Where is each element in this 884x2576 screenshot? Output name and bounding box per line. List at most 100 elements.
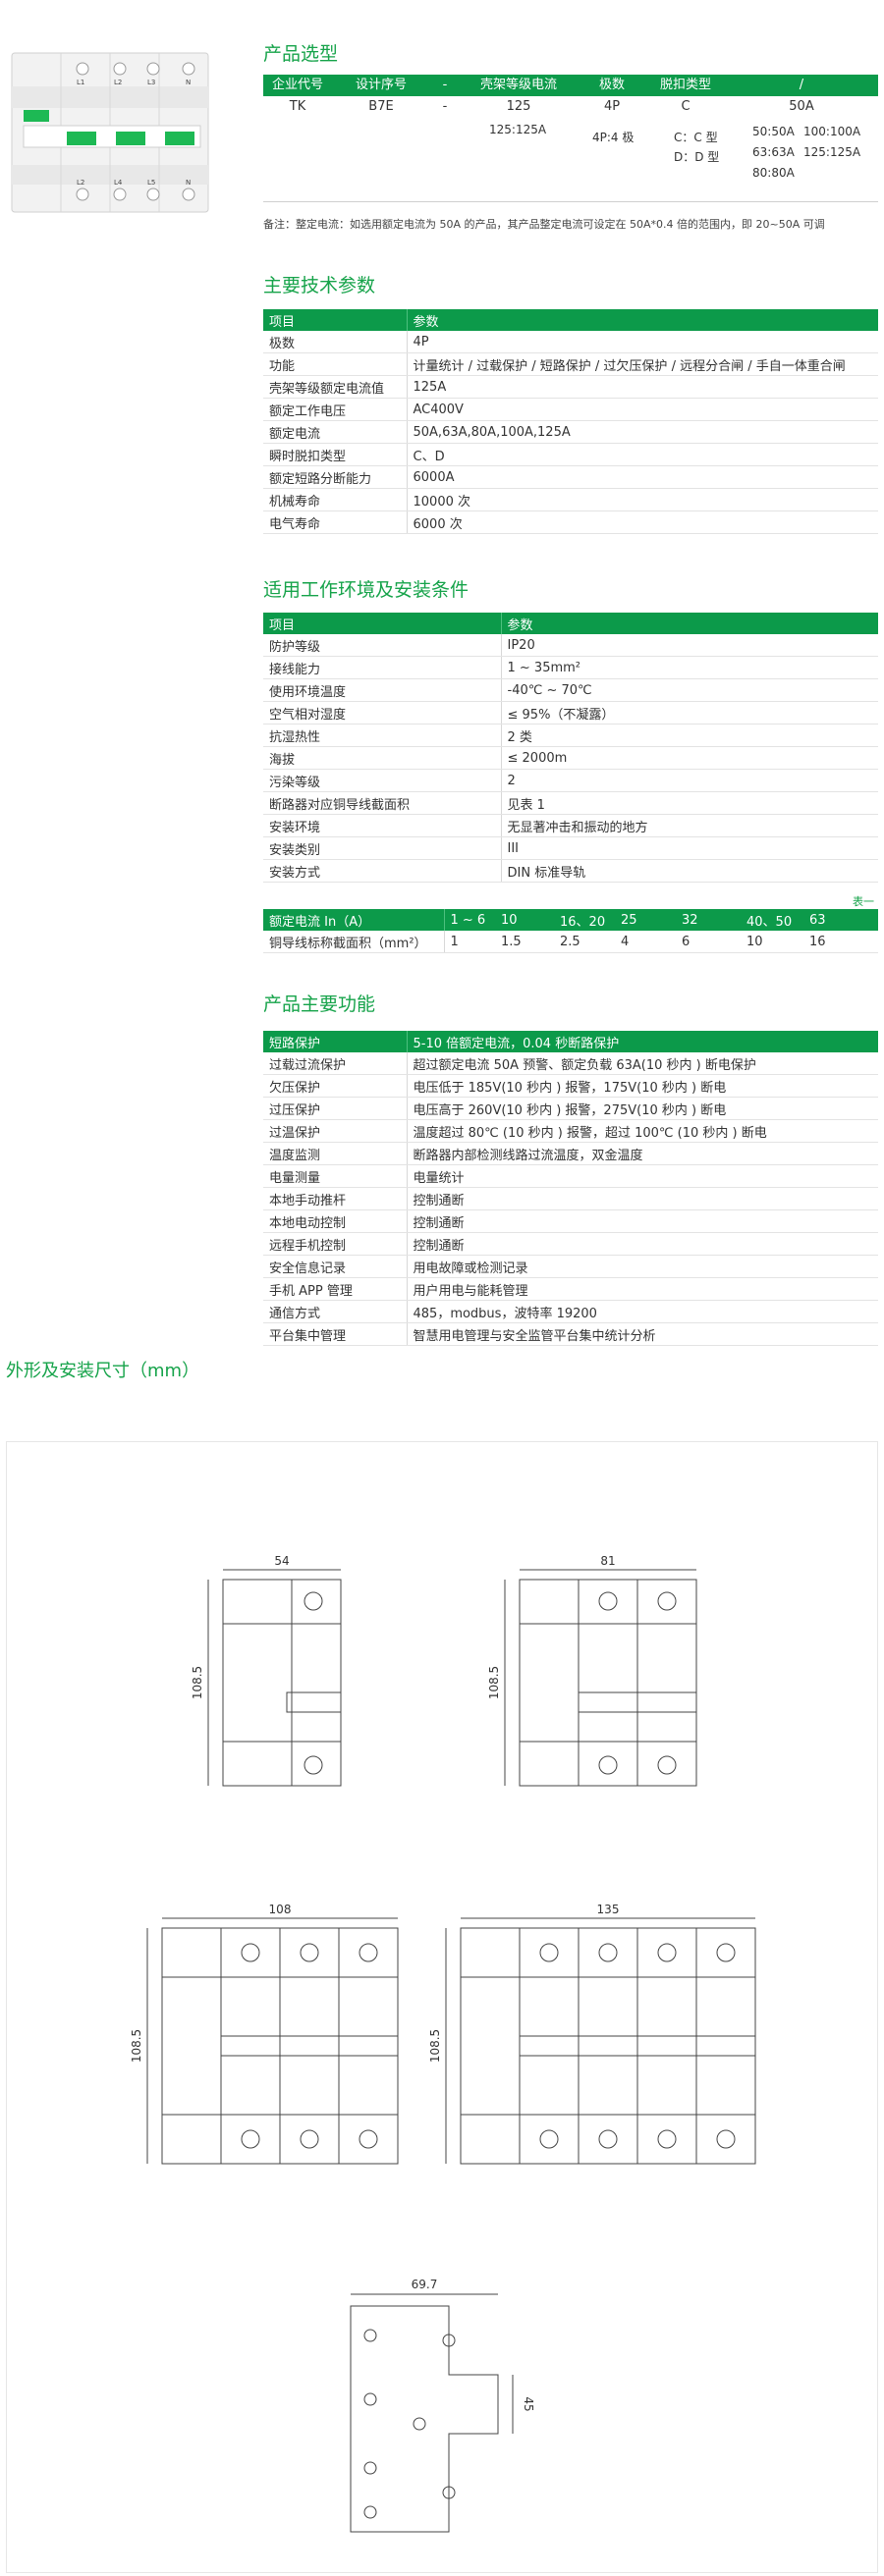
table-tag: 表一 [853, 895, 874, 908]
selection-header: 企业代号 设计序号 - 壳架等级电流 极数 脱扣类型 / [263, 75, 878, 96]
current-option: 50:50A [752, 125, 795, 138]
cell: ≤ 95%（不凝露） [501, 701, 878, 724]
header-cell: 额定电流 In（A） [263, 909, 445, 931]
wire-table: 额定电流 In（A） 1 ~ 6 10 16、20 25 32 40、50 63… [263, 909, 878, 953]
cell: 接线能力 [263, 656, 502, 679]
cell: 电量测量 [263, 1164, 408, 1188]
cell: 安装环境 [263, 814, 502, 837]
cell: 4P [407, 331, 878, 353]
tech-title: 主要技术参数 [263, 275, 376, 296]
cell: 瞬时脱扣类型 [263, 443, 408, 466]
dimension-drawings: 54 81 108 135 108.5 108.5 108.5 108.5 69… [6, 1441, 878, 2573]
cell: 额定短路分断能力 [263, 465, 408, 489]
table-row: 欠压保护电压低于 185V(10 秒内 ) 报警，175V(10 秒内 ) 断电 [263, 1074, 878, 1098]
cell: 远程手机控制 [263, 1232, 408, 1256]
dimension-label: 108.5 [487, 1666, 501, 1699]
dimension-label: 69.7 [412, 2278, 438, 2291]
header-cell: 参数 [407, 309, 878, 331]
dimension-label: 108.5 [428, 2029, 442, 2063]
cell: 使用环境温度 [263, 678, 502, 702]
cell: 本地电动控制 [263, 1209, 408, 1233]
cell: 智慧用电管理与安全监管平台集中统计分析 [407, 1322, 878, 1346]
func-title: 产品主要功能 [263, 993, 376, 1015]
cell: TK [289, 99, 306, 114]
cell: 无显著冲击和振动的地方 [501, 814, 878, 837]
header-cell: 设计序号 [355, 78, 407, 92]
current-option: 80:80A [752, 166, 795, 180]
env-title: 适用工作环境及安装条件 [263, 579, 470, 601]
cell: 防护等级 [263, 634, 502, 657]
table-row: 过温保护温度超过 80℃ (10 秒内 ) 报警，超过 100℃ (10 秒内 … [263, 1119, 878, 1143]
header-cell: 10 [495, 909, 554, 931]
header-cell: 1 ~ 6 [444, 909, 495, 931]
cell: 功能 [263, 352, 408, 376]
current-option: 63:63A [752, 145, 795, 159]
cell: 断路器对应铜导线截面积 [263, 791, 502, 815]
cell: 2 [501, 769, 878, 792]
cell: 极数 [263, 331, 408, 353]
table-row: 安全信息记录用电故障或检测记录 [263, 1255, 878, 1278]
cell: 485，modbus，波特率 19200 [407, 1300, 878, 1323]
cell: 电压高于 260V(10 秒内 ) 报警，275V(10 秒内 ) 断电 [407, 1097, 878, 1120]
table-row: 空气相对湿度≤ 95%（不凝露） [263, 701, 878, 724]
cell: 超过额定电流 50A 预警、额定负载 63A(10 秒内 ) 断电保护 [407, 1052, 878, 1075]
cell: 50A,63A,80A,100A,125A [407, 420, 878, 444]
dimensions-title: 外形及安装尺寸（mm） [6, 1361, 200, 1381]
header-cell: 企业代号 [271, 78, 323, 92]
cell: 电量统计 [407, 1164, 878, 1188]
cell: 温度监测 [263, 1142, 408, 1165]
cell: 6000A [407, 465, 878, 489]
header-cell: 壳架等级电流 [479, 78, 557, 92]
cell: 安全信息记录 [263, 1255, 408, 1278]
cell: 断路器内部检测线路过流温度，双金温度 [407, 1142, 878, 1165]
cell: 过温保护 [263, 1119, 408, 1143]
cell: 1 [444, 931, 495, 953]
selection-row: TK B7E - 125 4P C 50A [263, 96, 878, 118]
dimension-label: 108 [269, 1903, 292, 1916]
cell: 额定电流 [263, 420, 408, 444]
cell: 控制通断 [407, 1187, 878, 1210]
cell: 10000 次 [407, 488, 878, 511]
header-cell: 参数 [501, 613, 878, 634]
cell: 抗湿热性 [263, 724, 502, 747]
cell: 用电故障或检测记录 [407, 1255, 878, 1278]
table-row: 平台集中管理智慧用电管理与安全监管平台集中统计分析 [263, 1322, 878, 1346]
header-cell: 脱扣类型 [659, 78, 711, 92]
cell: B7E [368, 99, 394, 114]
cell: 计量统计 / 过载保护 / 短路保护 / 过欠压保护 / 远程分合闸 / 手自一… [407, 352, 878, 376]
cell: 见表 1 [501, 791, 878, 815]
header-cell: 极数 [598, 78, 625, 92]
dimension-label: 108.5 [191, 1666, 204, 1699]
cell: 电压低于 185V(10 秒内 ) 报警，175V(10 秒内 ) 断电 [407, 1074, 878, 1098]
cell: 电气寿命 [263, 510, 408, 534]
cell: 平台集中管理 [263, 1322, 408, 1346]
cell: 2 类 [501, 724, 878, 747]
cell: 温度超过 80℃ (10 秒内 ) 报警，超过 100℃ (10 秒内 ) 断电 [407, 1119, 878, 1143]
cell: - [442, 99, 448, 114]
table-row: 温度监测断路器内部检测线路过流温度，双金温度 [263, 1142, 878, 1165]
cell: 海拔 [263, 746, 502, 770]
cell: 空气相对湿度 [263, 701, 502, 724]
cell: 额定工作电压 [263, 398, 408, 421]
trip-option-d: D：D 型 [674, 150, 720, 164]
table-header: 项目参数 [263, 309, 878, 331]
cell: 2.5 [554, 931, 615, 953]
cell: DIN 标准导轨 [501, 859, 878, 883]
cell: ≤ 2000m [501, 746, 878, 770]
cell: 通信方式 [263, 1300, 408, 1323]
selection-note: 备注：整定电流：如选用额定电流为 50A 的产品，其产品整定电流可设定在 50A… [263, 218, 825, 231]
header-cell: 5-10 倍额定电流，0.04 秒断路保护 [407, 1031, 878, 1052]
cell: 控制通断 [407, 1232, 878, 1256]
cell: 本地手动推杆 [263, 1187, 408, 1210]
table-row: 断路器对应铜导线截面积见表 1 [263, 791, 878, 815]
table-row: 远程手机控制控制通断 [263, 1232, 878, 1256]
cell: 6000 次 [407, 510, 878, 534]
